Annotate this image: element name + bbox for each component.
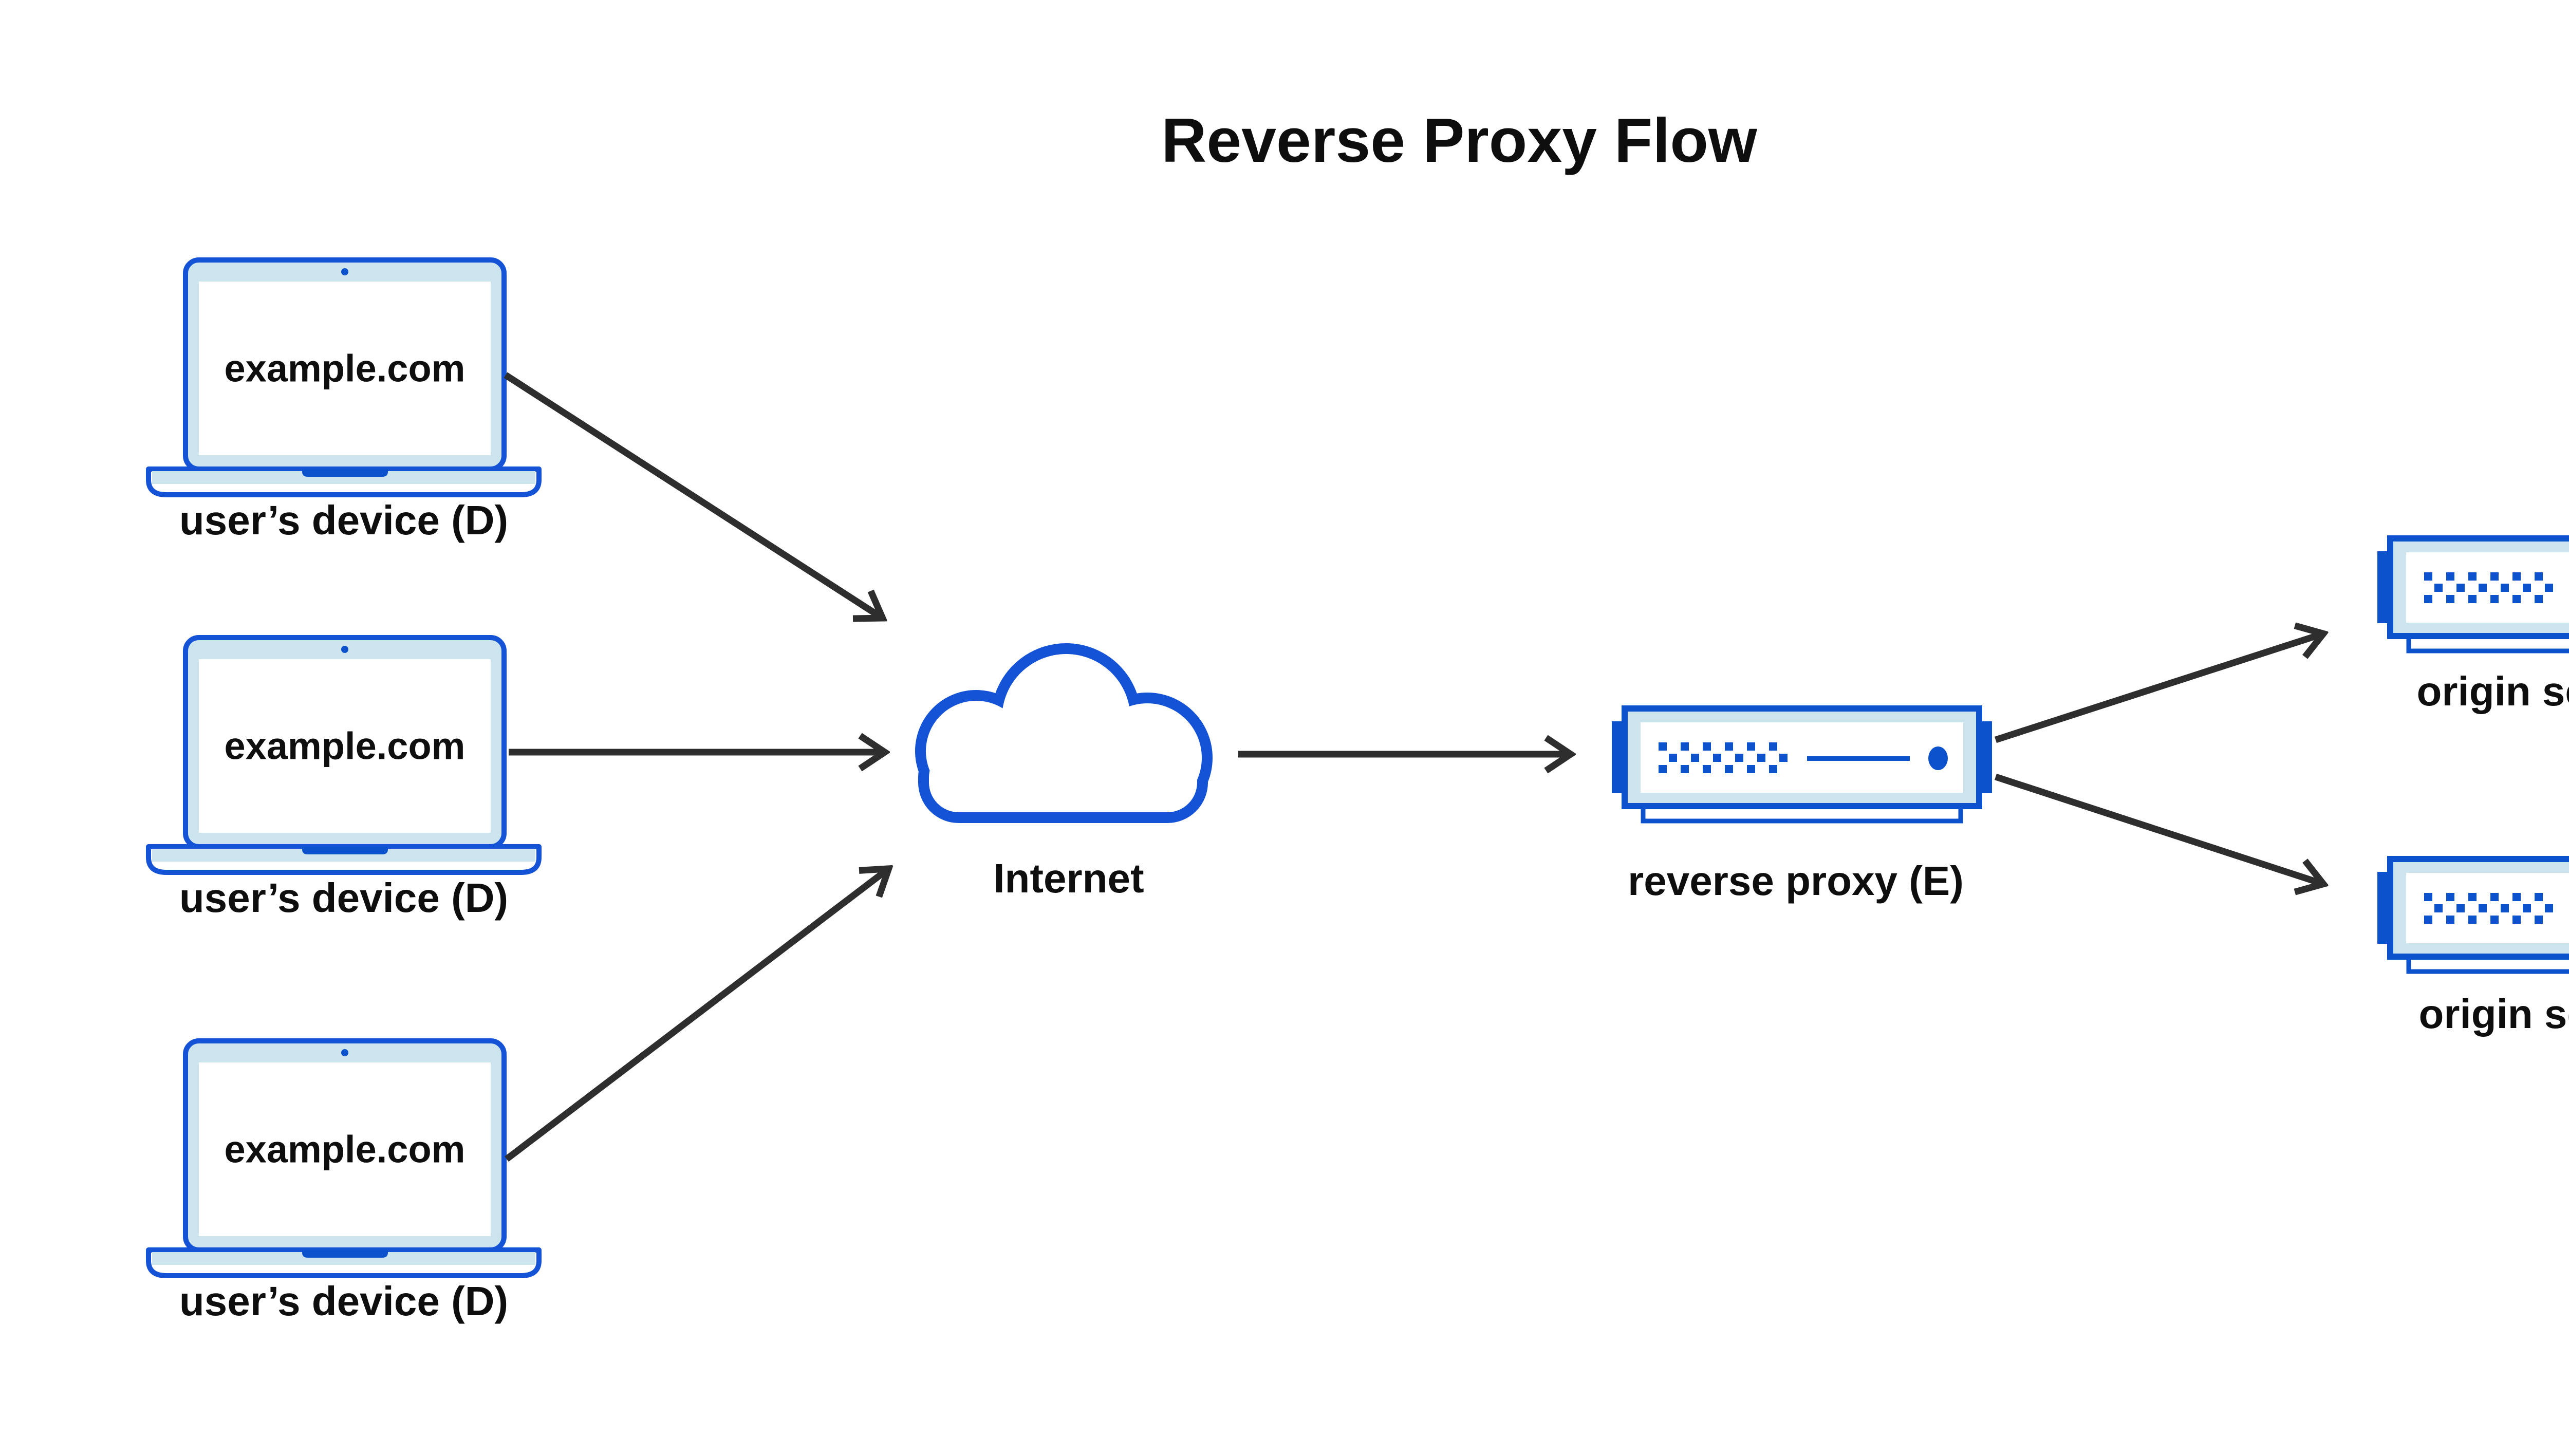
page-title: Reverse Proxy Flow xyxy=(1161,105,1758,175)
arrow-device3-internet xyxy=(505,869,888,1162)
reverse-proxy-label: reverse proxy (E) xyxy=(1628,858,1964,904)
origin-server-label: origin server (F) xyxy=(2416,668,2569,714)
device-screen-text: example.com xyxy=(225,347,466,390)
internet-label: Internet xyxy=(993,855,1144,901)
device-label: user’s device (D) xyxy=(179,497,508,543)
server-icon xyxy=(2377,859,2569,972)
flow-arrows xyxy=(504,372,2322,1162)
device-node-3: example.com user’s device (D) xyxy=(148,1041,539,1324)
server-icon xyxy=(2377,538,2569,651)
device-label: user’s device (D) xyxy=(179,875,508,921)
device-node-1: example.com user’s device (D) xyxy=(148,260,539,543)
device-node-2: example.com user’s device (D) xyxy=(148,638,539,921)
device-label: user’s device (D) xyxy=(179,1278,508,1324)
arrow-proxy-origin1 xyxy=(1994,634,2322,743)
arrow-device1-internet xyxy=(504,372,882,618)
origin-server-node-2: origin server (F) xyxy=(2377,859,2569,1037)
origin-server-node-1: origin server (F) xyxy=(2377,538,2569,714)
arrow-proxy-origin2 xyxy=(1994,773,2322,884)
server-icon xyxy=(1612,708,1992,821)
internet-node: Internet xyxy=(926,654,1202,901)
device-screen-text: example.com xyxy=(225,725,466,768)
cloud-icon xyxy=(926,654,1202,812)
reverse-proxy-node: reverse proxy (E) xyxy=(1612,708,1992,904)
origin-server-label: origin server (F) xyxy=(2418,991,2569,1037)
device-screen-text: example.com xyxy=(225,1128,466,1171)
